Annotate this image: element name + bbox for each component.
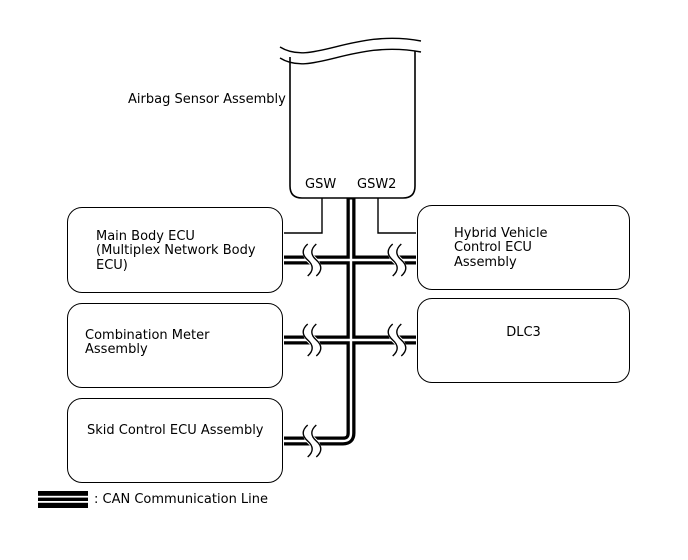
line-break-icon bbox=[302, 421, 322, 461]
torn-edge-wave-upper bbox=[279, 37, 422, 54]
node-combination-meter-label: Combination Meter Assembly bbox=[85, 327, 210, 357]
gsw2-lead-line bbox=[377, 198, 416, 234]
airbag-sensor-assembly-label: Airbag Sensor Assembly bbox=[128, 92, 286, 107]
line-break-icon bbox=[387, 320, 407, 360]
node-main-body-ecu: Main Body ECU (Multiplex Network Body EC… bbox=[67, 207, 283, 293]
gsw-lead-line bbox=[284, 198, 323, 234]
can-bus-gap-vertical bbox=[284, 199, 353, 443]
can-bus-vertical-skid-branch bbox=[284, 198, 356, 446]
line-break-icon bbox=[302, 320, 322, 360]
node-skid-control-ecu-assembly: Skid Control ECU Assembly bbox=[67, 398, 283, 483]
node-hybrid-vehicle-control-ecu-label: Hybrid Vehicle Control ECU Assembly bbox=[454, 225, 548, 270]
node-main-body-ecu-label: Main Body ECU (Multiplex Network Body EC… bbox=[96, 228, 256, 273]
node-combination-meter-assembly: Combination Meter Assembly bbox=[67, 303, 283, 388]
can-communication-line-icon bbox=[38, 491, 88, 508]
pin-label-gsw2: GSW2 bbox=[357, 177, 397, 192]
pin-label-gsw: GSW bbox=[305, 177, 337, 192]
node-skid-control-ecu-label: Skid Control ECU Assembly bbox=[87, 422, 264, 438]
torn-edge-wave-lower bbox=[279, 48, 422, 65]
node-hybrid-vehicle-control-ecu: Hybrid Vehicle Control ECU Assembly bbox=[417, 205, 630, 290]
line-break-icon bbox=[387, 240, 407, 280]
airbag-box-outline bbox=[289, 51, 416, 199]
node-dlc3: DLC3 bbox=[417, 298, 630, 383]
node-dlc3-label: DLC3 bbox=[506, 324, 541, 340]
line-break-icon bbox=[302, 240, 322, 280]
legend-can-communication-line-label: : CAN Communication Line bbox=[94, 492, 269, 507]
